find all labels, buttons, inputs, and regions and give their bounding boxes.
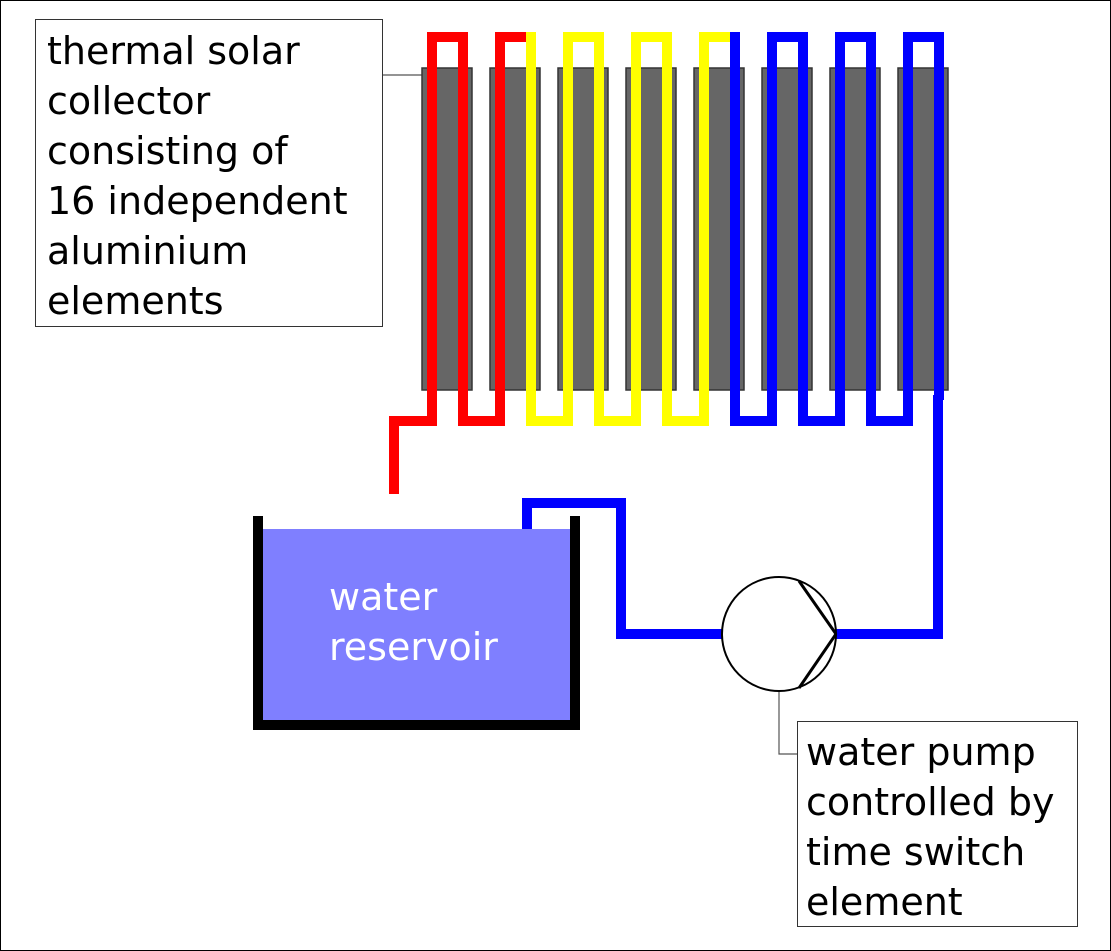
collector-label: thermal solar collector consisting of 16… <box>35 19 383 327</box>
reservoir-label: water reservoir <box>329 575 498 669</box>
collector-inlet-pipe <box>835 395 943 639</box>
reservoir-tank <box>253 516 580 730</box>
reservoir-inlet-pipe <box>389 416 437 494</box>
pump-leader-line <box>778 690 797 755</box>
water-pump-icon <box>721 576 838 692</box>
pump-label: water pump controlled by time switch ele… <box>797 721 1078 927</box>
water-body <box>258 529 574 723</box>
collector-pipes <box>427 32 944 426</box>
